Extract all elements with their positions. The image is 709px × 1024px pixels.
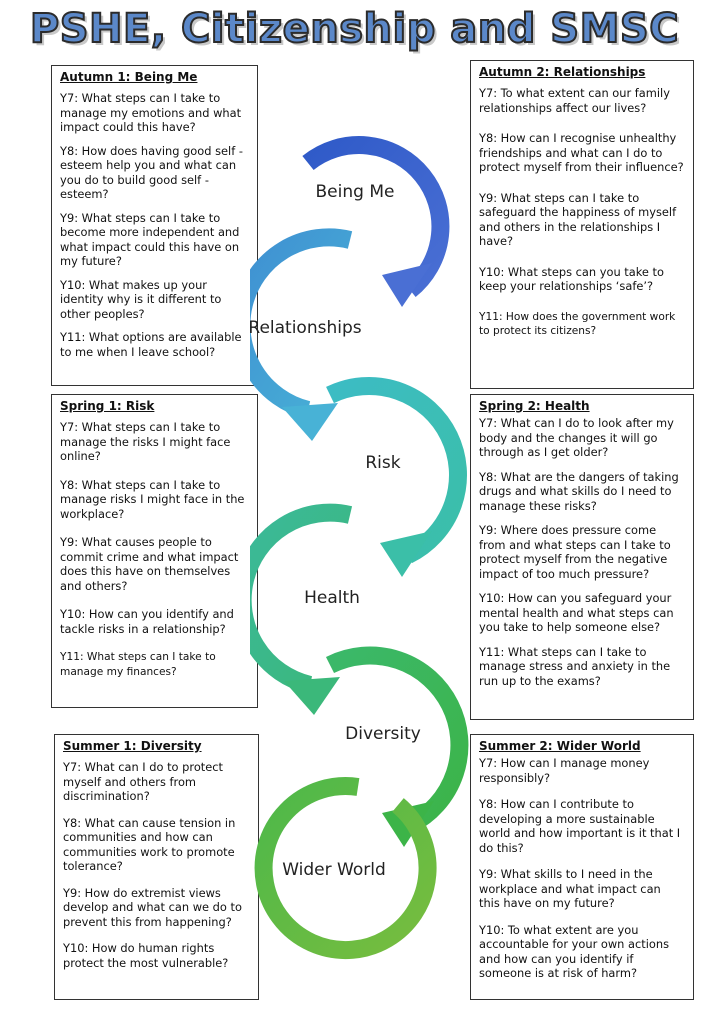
spring2-question-y8: Y8: What are the dangers of taking drugs… — [479, 469, 679, 513]
arrow-diversity: Diversity — [325, 646, 469, 847]
spring2-box: Spring 2: Health Y7: What can I do to lo… — [470, 394, 694, 720]
autumn2-title: Autumn 2: Relationships — [479, 65, 646, 79]
summer1-box: Summer 1: Diversity Y7: What can I do to… — [54, 734, 259, 1000]
autumn1-question-y8: Y8: How does having good self - esteem h… — [60, 143, 243, 202]
spring2-question-y10: Y10: How can you safeguard your mental h… — [479, 591, 674, 634]
spring1-question-y7: Y7: What steps can I take to manage the … — [60, 420, 231, 463]
autumn2-question-y10: Y10: What steps can you take to keep you… — [479, 264, 664, 294]
summer2-box: Summer 2: Wider World Y7: How can I mana… — [470, 734, 694, 1000]
cycle-label-health: Health — [304, 588, 360, 608]
summer1-question-y10: Y10: How do human rights protect the mos… — [63, 941, 229, 970]
spring2-question-y11: Y11: What steps can I take to manage str… — [479, 644, 671, 688]
autumn2-question-y11: Y11: How does the government work to pro… — [479, 310, 676, 338]
summer1-question-y8: Y8: What can cause tension in communitie… — [63, 815, 236, 874]
summer2-question-y9: Y9: What skills to I need in the workpla… — [479, 867, 661, 910]
autumn1-question-y11: Y11: What options are available to me wh… — [60, 330, 242, 359]
autumn2-box: Autumn 2: Relationships Y7: To what exte… — [470, 60, 694, 389]
autumn1-question-y7: Y7: What steps can I take to manage my e… — [60, 91, 242, 134]
spring2-question-y9: Y9: Where does pressure come from and wh… — [479, 523, 671, 581]
spring2-question-y7: Y7: What can I do to look after my body … — [479, 416, 674, 459]
spring1-question-y9: Y9: What causes people to commit crime a… — [60, 535, 239, 593]
autumn1-title: Autumn 1: Being Me — [60, 70, 198, 84]
summer2-question-y7: Y7: How can I manage money responsibly? — [479, 756, 650, 785]
arrow-wider-world: Wider World — [254, 777, 437, 960]
cycle-label-diversity: Diversity — [345, 724, 421, 744]
arrow-relationships: Relationships — [250, 228, 362, 441]
summer1-title: Summer 1: Diversity — [63, 739, 202, 753]
autumn1-question-y9: Y9: What steps can I take to become more… — [60, 210, 240, 269]
arrow-risk: Risk — [326, 377, 467, 577]
autumn1-box: Autumn 1: Being Me Y7: What steps can I … — [51, 65, 258, 386]
spring1-box: Spring 1: Risk Y7: What steps can I take… — [51, 394, 258, 708]
cycle-label-risk: Risk — [365, 453, 400, 473]
autumn1-question-y10: Y10: What makes up your identity why is … — [60, 277, 222, 321]
topic-cycle-diagram: Being Me Relationships Risk Health Diver… — [250, 136, 469, 960]
spring1-question-y8: Y8: What steps can I take to manage risk… — [60, 477, 245, 521]
autumn2-question-y8: Y8: How can I recognise unhealthy friend… — [479, 131, 684, 174]
summer2-title: Summer 2: Wider World — [479, 739, 641, 753]
summer2-question-y8: Y8: How can I contribute to developing a… — [479, 797, 681, 855]
autumn2-question-y9: Y9: What steps can I take to safeguard t… — [479, 190, 677, 249]
spring1-question-y11: Y11: What steps can I take to manage my … — [60, 651, 216, 678]
cycle-label-relationships: Relationships — [250, 318, 362, 338]
arrow-health: Health — [250, 503, 360, 715]
cycle-label-wider-world: Wider World — [282, 860, 386, 880]
autumn2-question-y7: Y7: To what extent can our family relati… — [479, 86, 670, 115]
spring1-question-y10: Y10: How can you identify and tackle ris… — [60, 607, 234, 636]
page-title: PSHE, Citizenship and SMSC — [29, 5, 680, 53]
summer1-question-y7: Y7: What can I do to protect myself and … — [63, 760, 223, 803]
cycle-label-being-me: Being Me — [316, 182, 395, 202]
spring1-title: Spring 1: Risk — [60, 399, 155, 413]
summer1-question-y9: Y9: How do extremist views develop and w… — [63, 885, 242, 929]
summer2-question-y10: Y10: To what extent are you accountable … — [479, 922, 670, 981]
arrow-being-me: Being Me — [302, 136, 450, 307]
spring2-title: Spring 2: Health — [479, 399, 590, 413]
